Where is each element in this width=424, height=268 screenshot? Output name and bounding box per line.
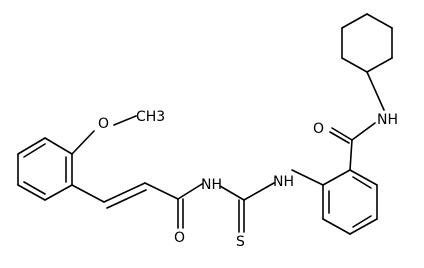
benzamide-benzene-ring	[322, 169, 378, 235]
acryloyl-group	[71, 182, 203, 229]
acyl-oxygen-label: O	[174, 230, 185, 246]
thiourea-linkage	[219, 169, 324, 233]
benzamide-carbonyl	[329, 122, 376, 171]
benzamide-nh-label: NH	[377, 112, 398, 128]
thione-sulfur-label: S	[236, 234, 245, 250]
cyclohexyl-n-bond	[366, 71, 385, 111]
benzamide-oxygen-label: O	[313, 121, 324, 137]
cyclohexyl-ring	[341, 13, 393, 73]
thiourea-nh-label: NH	[273, 174, 294, 190]
methoxy-group	[71, 115, 137, 155]
methoxyphenyl-ring	[17, 137, 73, 201]
methyl-label: CH3	[136, 109, 165, 125]
methoxy-oxygen-label: O	[98, 116, 109, 132]
amide-nh-label: NH	[201, 177, 222, 193]
